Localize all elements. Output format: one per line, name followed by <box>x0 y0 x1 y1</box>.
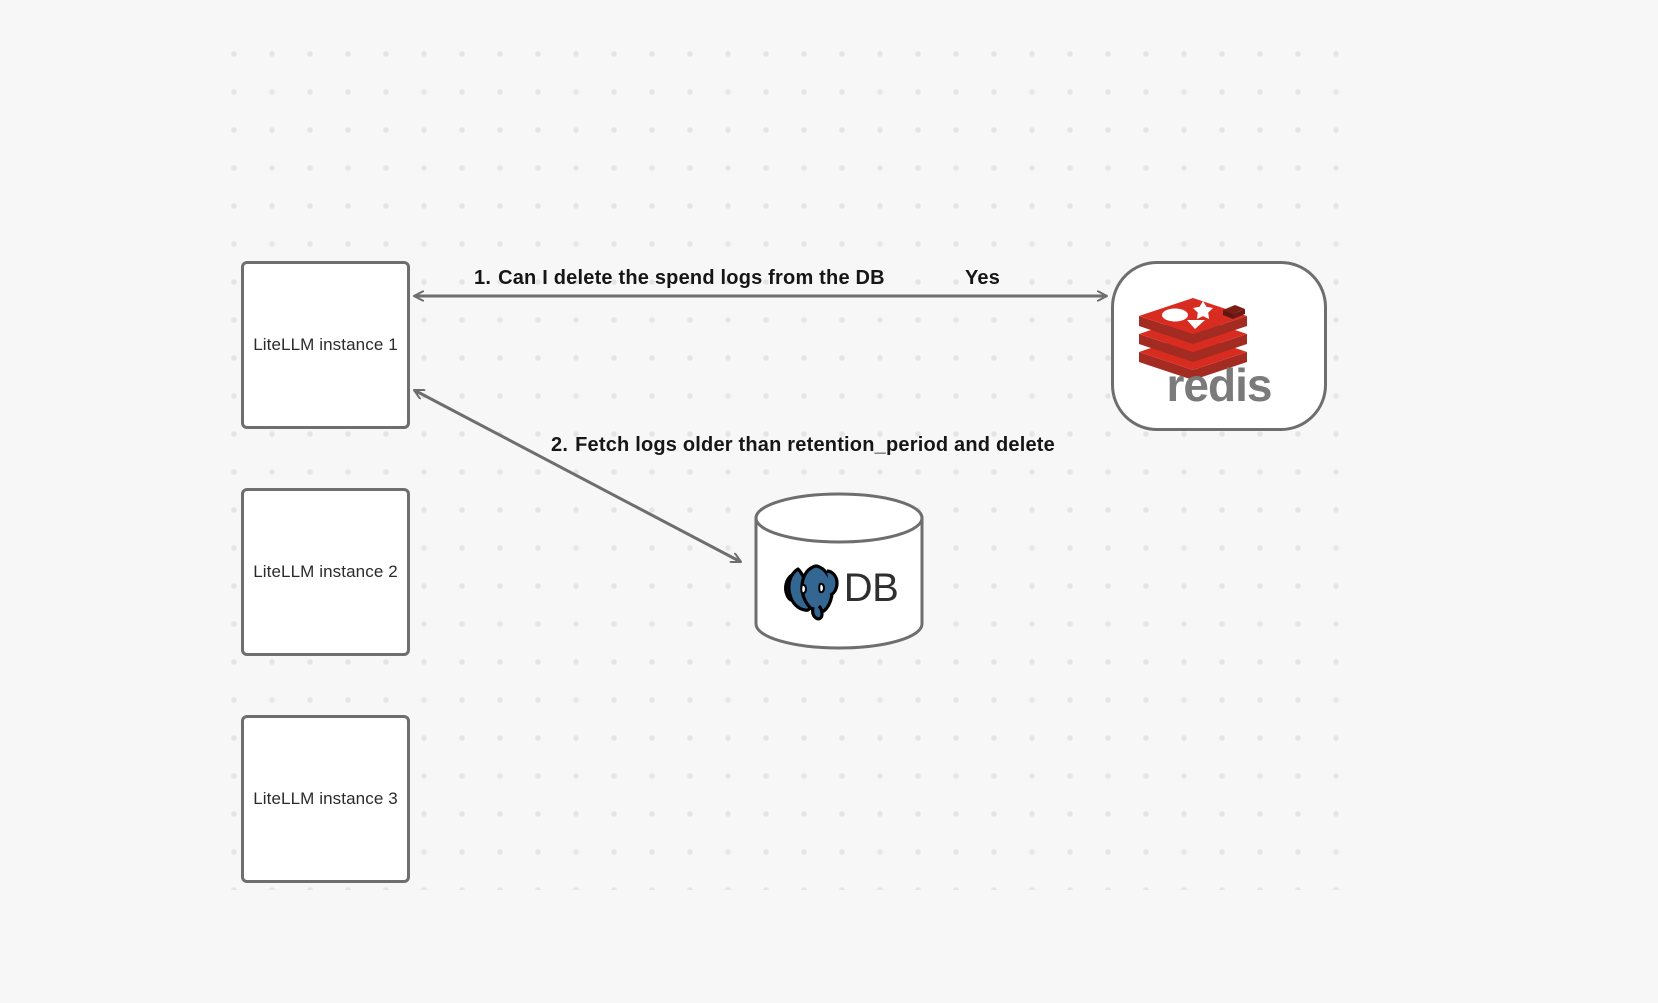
node-postgres-db[interactable]: DB <box>753 492 925 650</box>
node-litellm-instance-2[interactable]: LiteLLM instance 2 <box>241 488 410 656</box>
postgres-db-label: DB <box>843 566 899 610</box>
node-label: LiteLLM instance 1 <box>253 334 398 354</box>
postgres-logo-and-label: DB <box>753 540 925 636</box>
edge-1-step-number: 1. <box>474 267 492 289</box>
node-litellm-instance-1[interactable]: LiteLLM instance 1 <box>241 261 410 429</box>
postgresql-elephant-icon <box>783 564 839 621</box>
edge-2-step-number: 2. <box>551 434 569 456</box>
edge-2-label: 2. Fetch logs older than retention_period… <box>551 434 1055 457</box>
edge-1-label: 1. Can I delete the spend logs from the D… <box>474 267 885 290</box>
redis-wordmark: redis <box>1167 359 1272 408</box>
cylinder-shape <box>754 492 924 650</box>
node-label: LiteLLM instance 2 <box>253 561 398 581</box>
edge-1-text: Can I delete the spend logs from the DB <box>498 267 885 289</box>
edge-1-reply-label: Yes <box>965 267 1001 289</box>
redis-logo-icon: redis <box>1139 298 1272 408</box>
edge-litellm1-postgres <box>414 388 741 564</box>
node-label: LiteLLM instance 3 <box>253 788 398 808</box>
node-litellm-instance-3[interactable]: LiteLLM instance 3 <box>241 715 410 883</box>
edge-2-text: Fetch logs older than retention_period a… <box>575 434 1055 456</box>
node-redis[interactable]: redis <box>1111 261 1327 431</box>
